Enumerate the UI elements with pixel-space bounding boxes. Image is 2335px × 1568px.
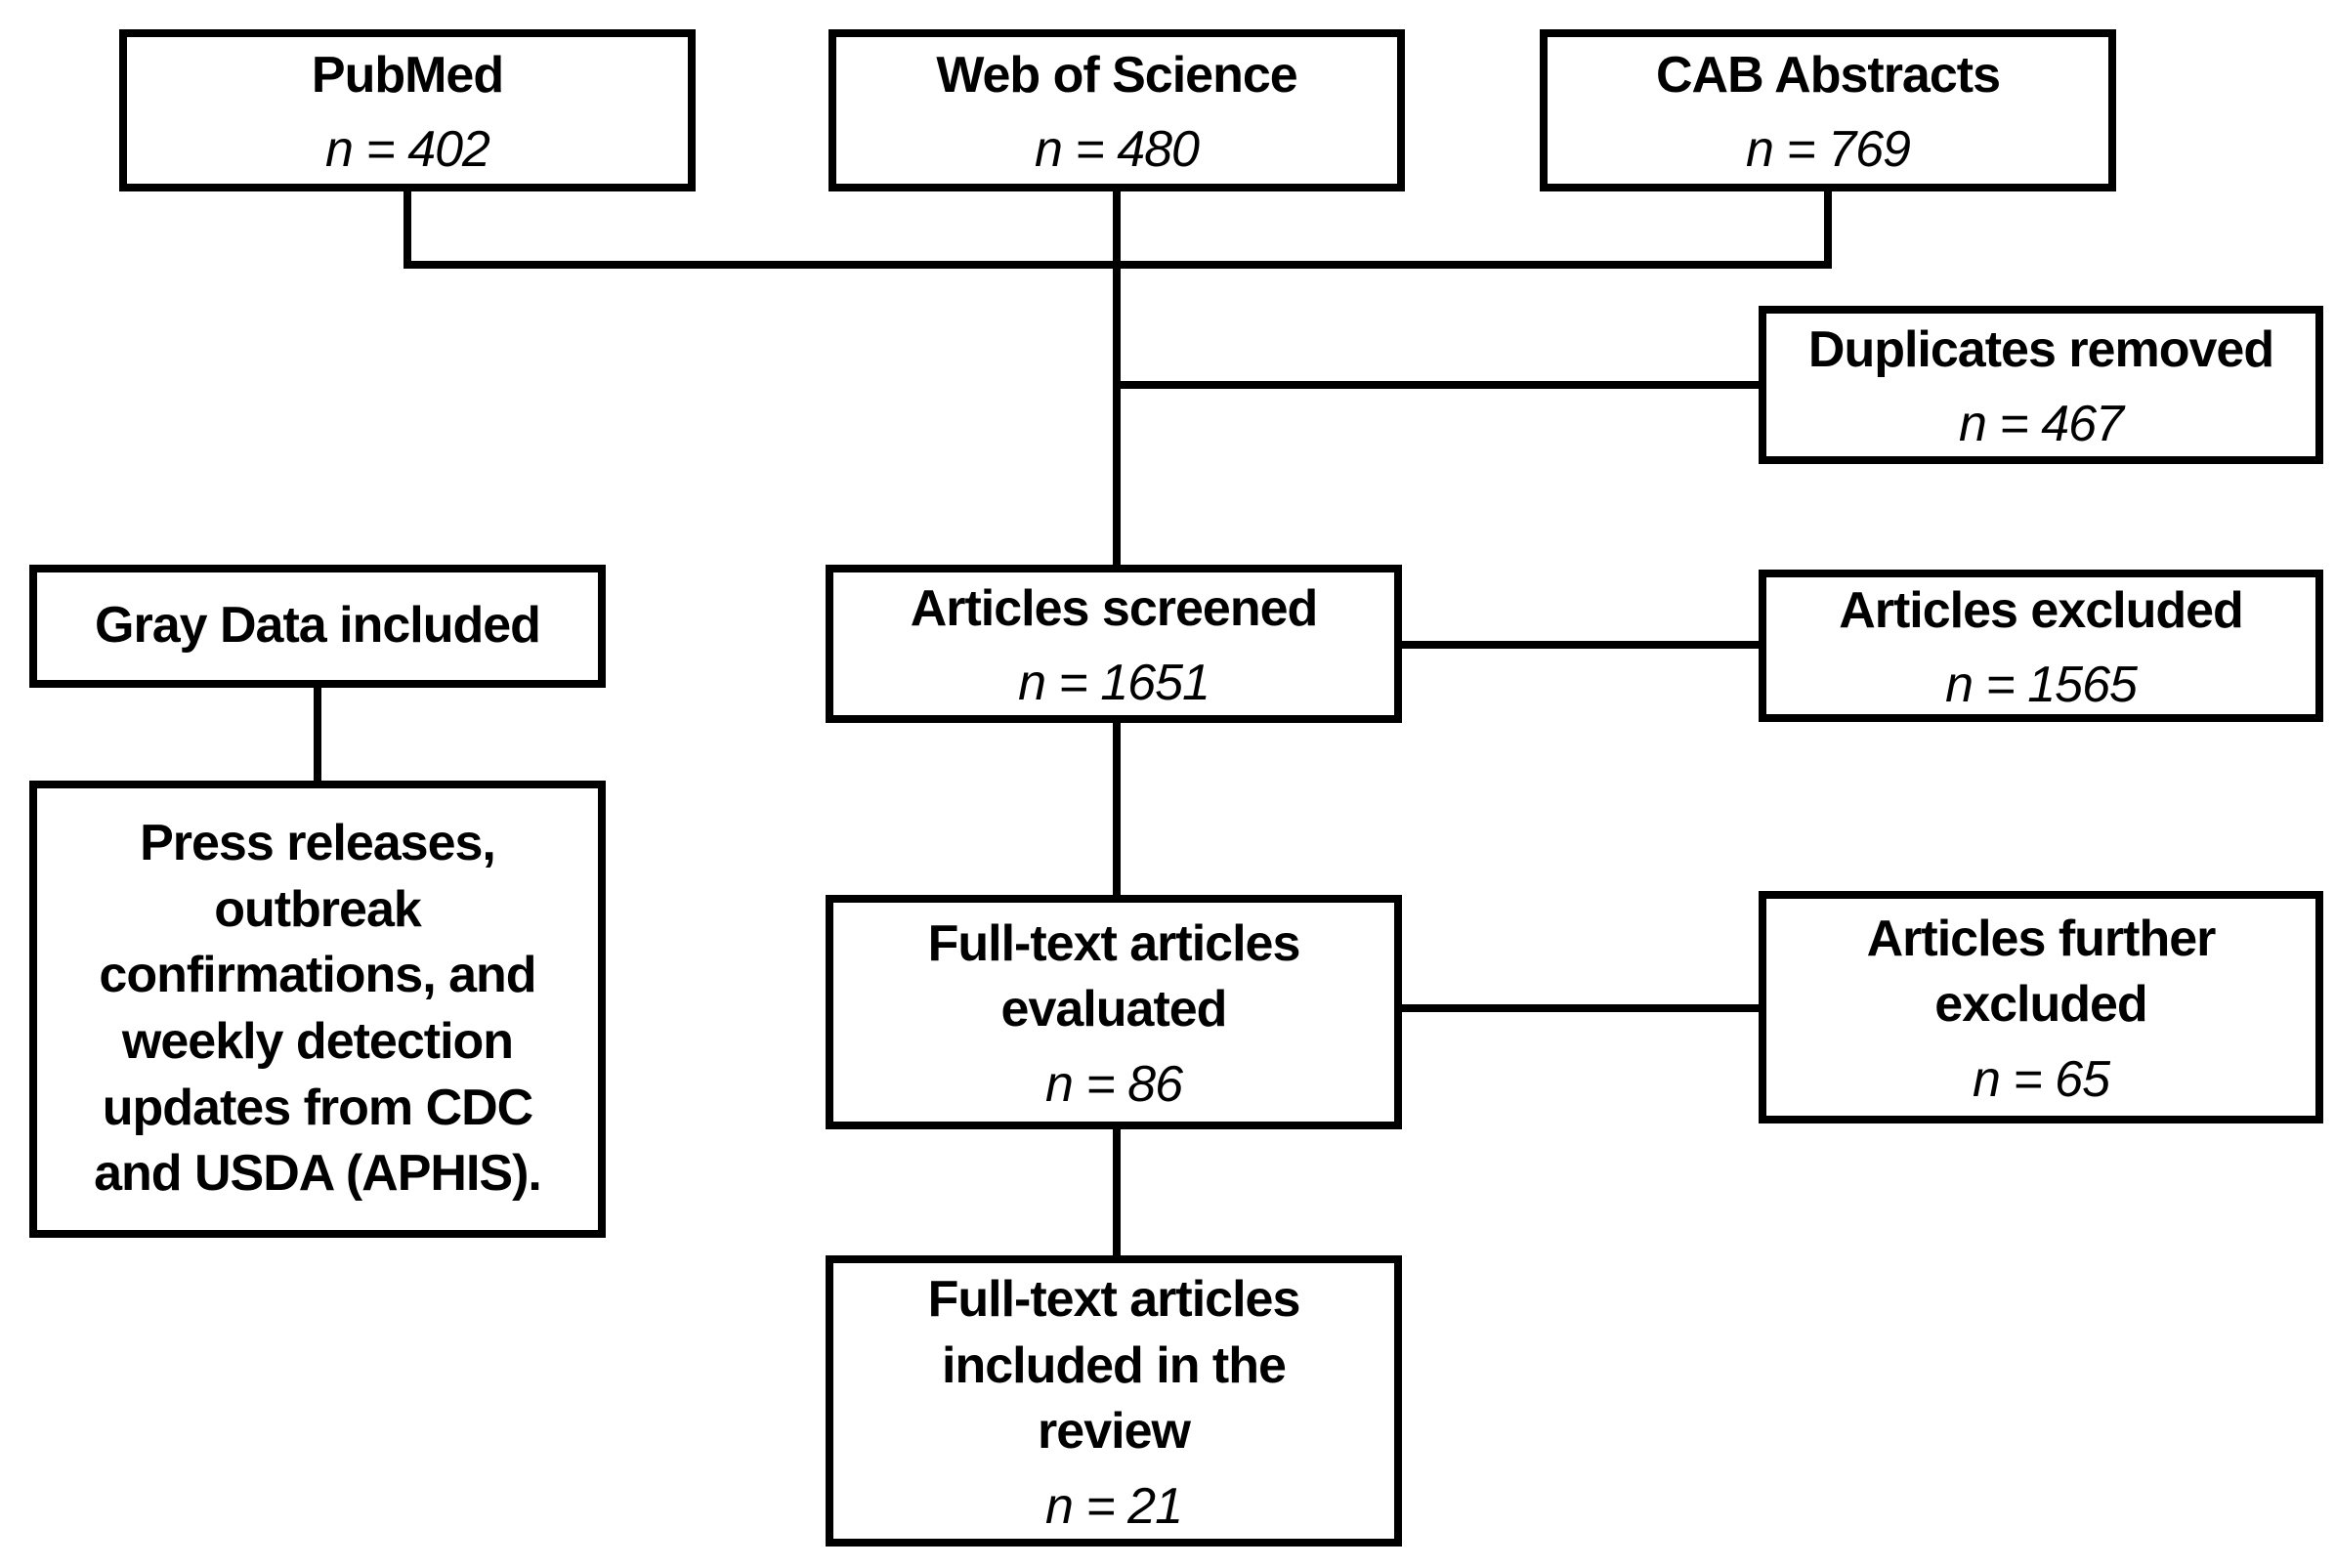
box-duplicates-removed: Duplicates removed n = 467 — [1759, 306, 2323, 464]
fulltext-included-label: Full-text articles included in the revie… — [927, 1271, 1301, 1461]
box-pubmed: PubMed n = 402 — [119, 29, 696, 191]
box-fulltext-included: Full-text articles included in the revie… — [826, 1255, 1402, 1547]
fulltext-evaluated-count: n = 86 — [1044, 1056, 1183, 1113]
box-gray-data-detail: Press releases, outbreak confirmations, … — [29, 781, 606, 1238]
connector-to-duplicates — [1113, 381, 1759, 389]
connector-evaluated-to-included — [1113, 1129, 1121, 1255]
connector-evaluated-to-further — [1402, 1004, 1759, 1012]
connector-screened-to-excluded — [1402, 641, 1759, 649]
cab-abstracts-label: CAB Abstracts — [1655, 46, 2001, 104]
gray-data-detail-text: Press releases, outbreak confirmations, … — [94, 815, 542, 1203]
articles-further-excluded-count: n = 65 — [1972, 1051, 2110, 1108]
box-articles-excluded: Articles excluded n = 1565 — [1759, 570, 2323, 722]
box-gray-data-included: Gray Data included — [29, 565, 606, 688]
gray-data-included-label: Gray Data included — [95, 597, 541, 655]
duplicates-removed-count: n = 467 — [1959, 396, 2124, 453]
box-articles-screened: Articles screened n = 1651 — [826, 565, 1402, 723]
connector-wos-to-screened — [1113, 191, 1121, 565]
articles-excluded-label: Articles excluded — [1839, 581, 2244, 639]
box-web-of-science: Web of Science n = 480 — [828, 29, 1405, 191]
fulltext-included-count: n = 21 — [1044, 1477, 1183, 1535]
web-of-science-count: n = 480 — [1035, 121, 1200, 179]
web-of-science-label: Web of Science — [936, 46, 1297, 104]
connector-pubmed-down — [403, 191, 411, 269]
box-fulltext-evaluated: Full-text articles evaluated n = 86 — [826, 895, 1402, 1129]
pubmed-count: n = 402 — [325, 121, 490, 179]
pubmed-label: PubMed — [311, 46, 504, 104]
duplicates-removed-label: Duplicates removed — [1807, 320, 2274, 378]
cab-abstracts-count: n = 769 — [1746, 121, 1911, 179]
articles-screened-label: Articles screened — [910, 579, 1319, 637]
connector-cab-down — [1824, 191, 1832, 269]
connector-screened-to-evaluated — [1113, 723, 1121, 895]
articles-further-excluded-label: Articles further excluded — [1866, 910, 2217, 1034]
connector-gray-to-detail — [314, 688, 321, 781]
fulltext-evaluated-label: Full-text articles evaluated — [927, 914, 1301, 1038]
articles-excluded-count: n = 1565 — [1945, 657, 2138, 714]
box-articles-further-excluded: Articles further excluded n = 65 — [1759, 891, 2323, 1123]
box-cab-abstracts: CAB Abstracts n = 769 — [1540, 29, 2116, 191]
articles-screened-count: n = 1651 — [1018, 655, 1210, 712]
